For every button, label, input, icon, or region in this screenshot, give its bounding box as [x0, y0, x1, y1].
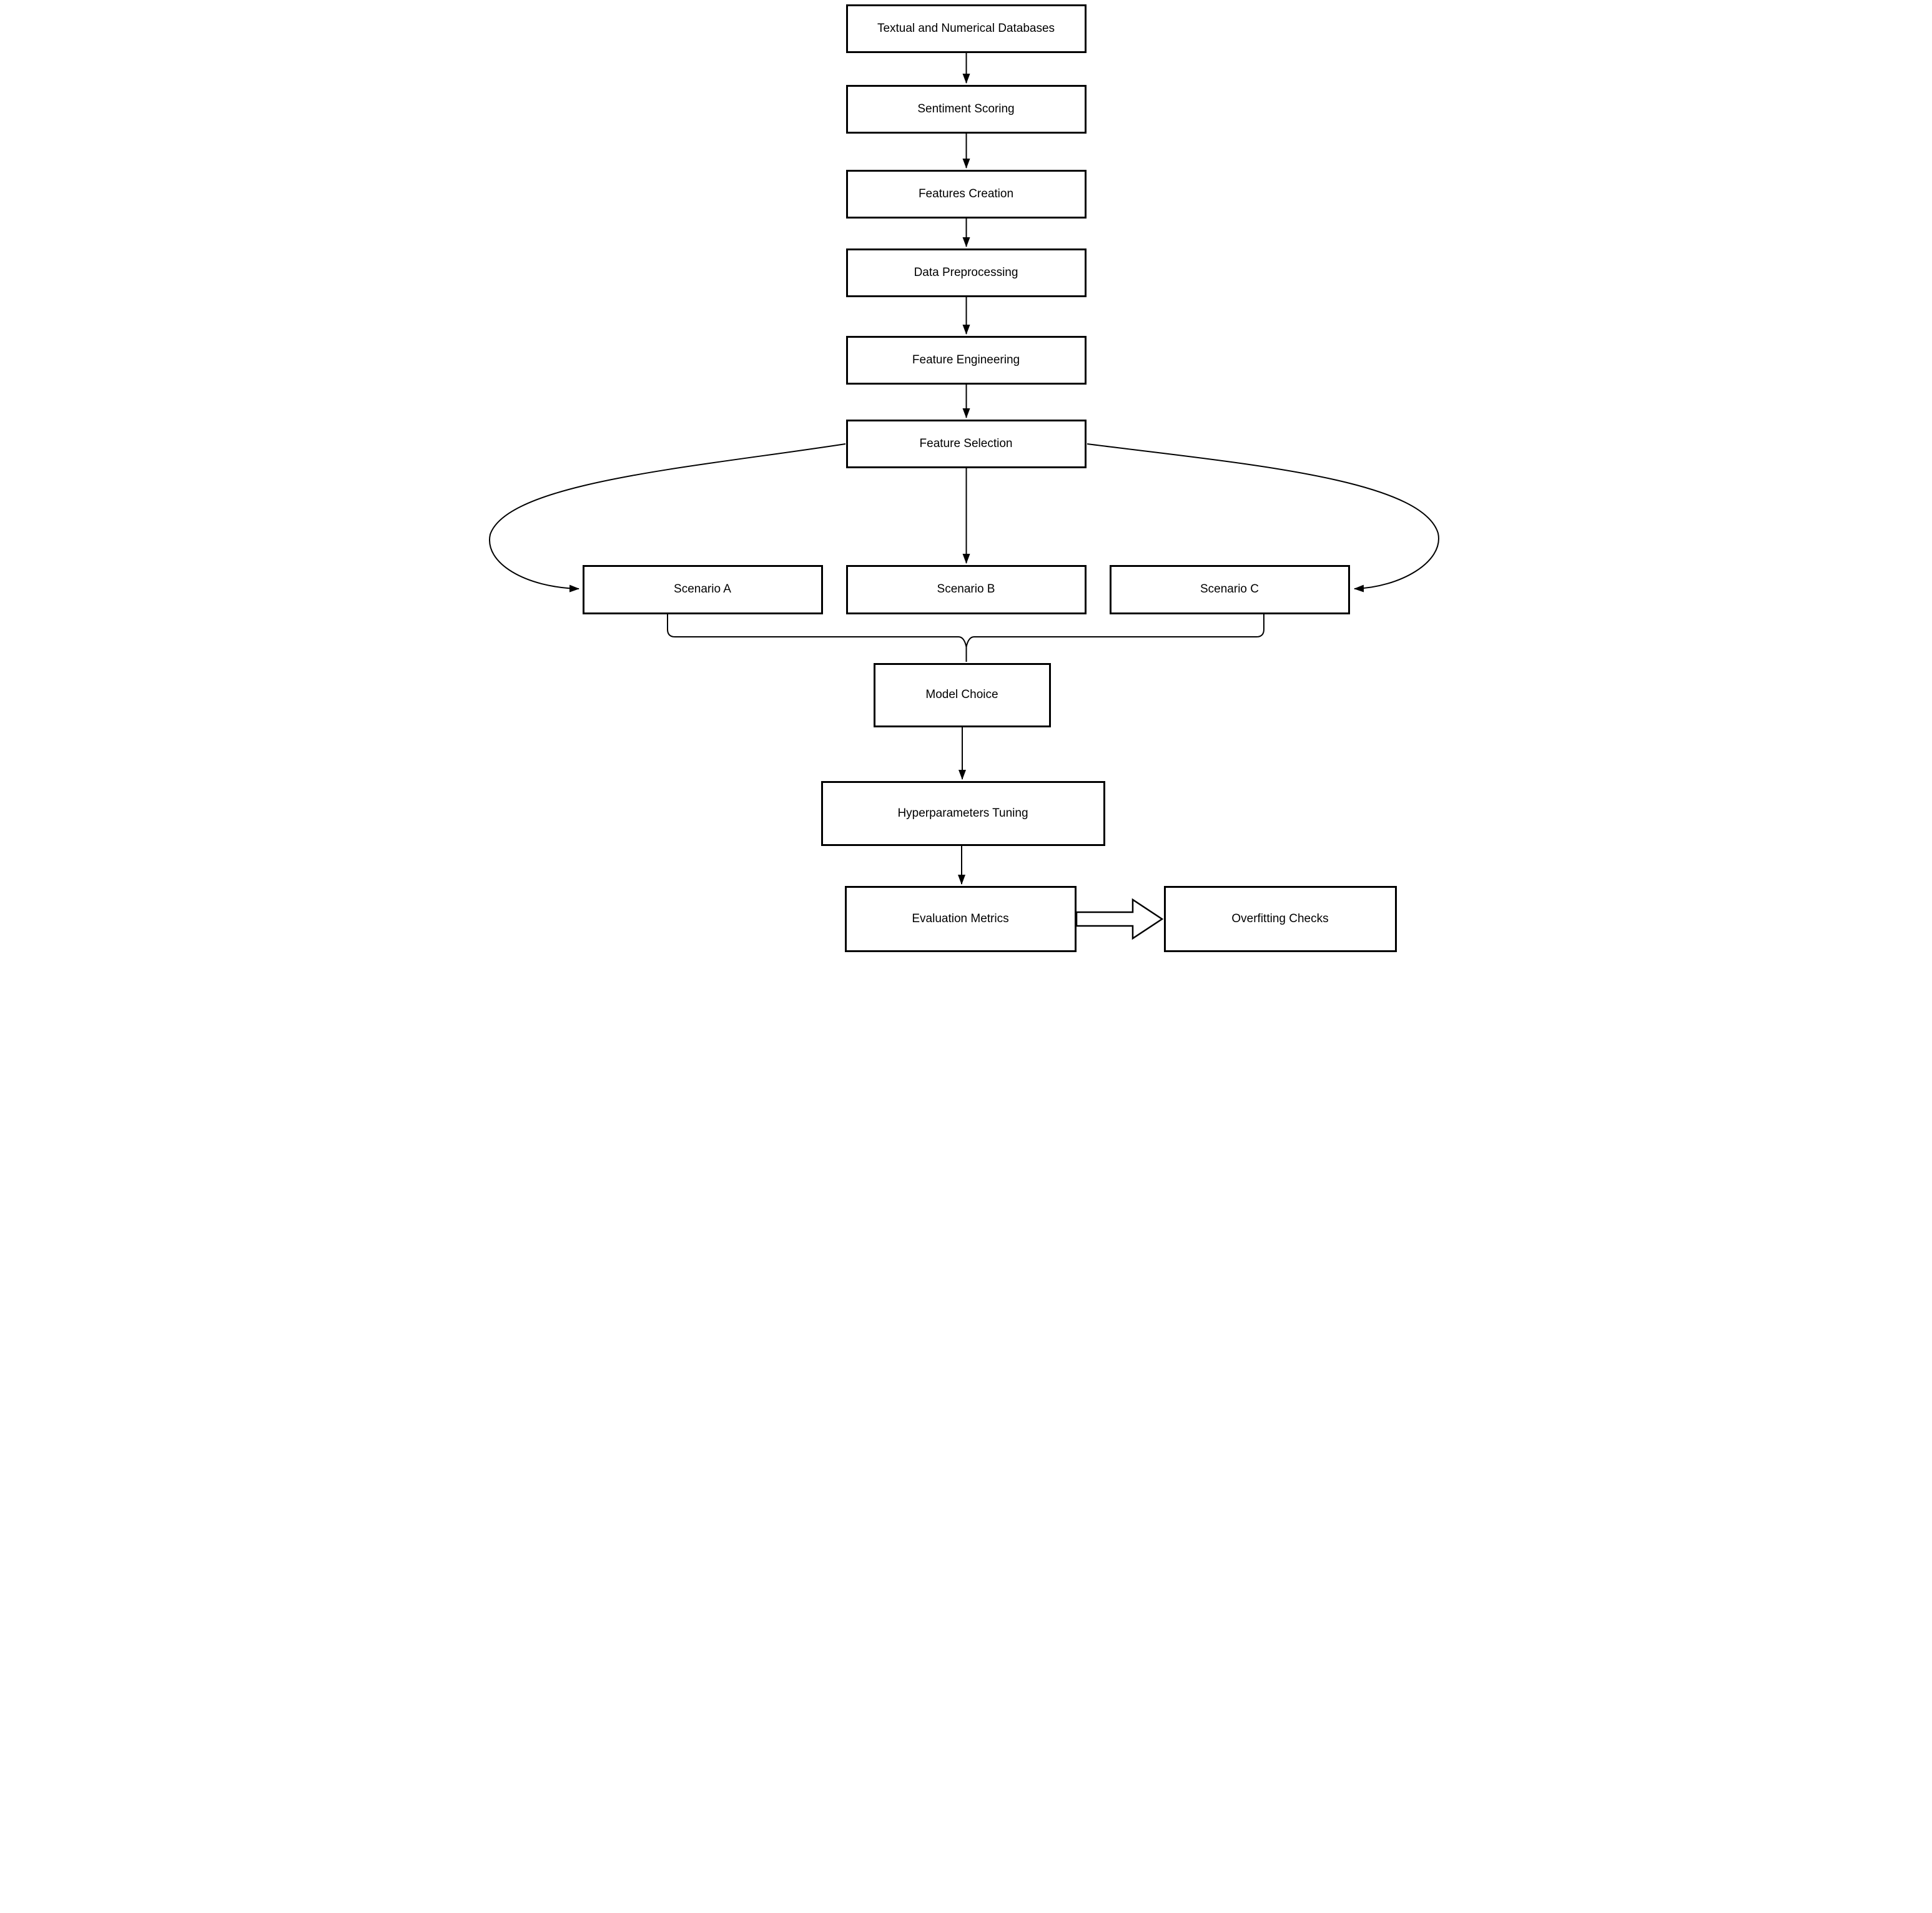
node-label: Features Creation: [918, 187, 1014, 200]
node-textual-and-numerical-databases: Textual and Numerical Databases: [845, 4, 1087, 53]
node-label: Overfitting Checks: [1231, 912, 1329, 925]
node-label: Hyperparameters Tuning: [897, 806, 1028, 820]
node-data-preprocessing: Data Preprocessing: [845, 248, 1087, 297]
node-scenario-a: Scenario A: [582, 565, 823, 614]
node-label: Scenario A: [674, 583, 731, 596]
node-label: Scenario B: [937, 583, 995, 596]
node-hyperparameters-tuning: Hyperparameters Tuning: [821, 781, 1105, 846]
node-label: Evaluation Metrics: [912, 912, 1009, 925]
node-scenario-b: Scenario B: [845, 565, 1087, 614]
edge-selection-to-scenario-c-curve: [1087, 443, 1439, 593]
block-arrow-evaluation-to-overfitting: [1075, 898, 1163, 940]
node-scenario-c: Scenario C: [1109, 565, 1350, 614]
flowchart-canvas: Textual and Numerical Databases Sentimen…: [483, 0, 1449, 956]
node-label: Feature Selection: [919, 436, 1013, 450]
node-label: Scenario C: [1200, 583, 1259, 596]
node-model-choice: Model Choice: [873, 663, 1051, 727]
node-label: Data Preprocessing: [914, 265, 1018, 279]
edge-selection-to-scenario-a-curve: [488, 443, 845, 593]
node-label: Model Choice: [925, 688, 998, 702]
node-features-creation: Features Creation: [845, 170, 1087, 219]
merge-bracket-connector: [666, 614, 1264, 647]
node-feature-engineering: Feature Engineering: [845, 336, 1087, 385]
node-evaluation-metrics: Evaluation Metrics: [844, 886, 1077, 952]
node-feature-selection: Feature Selection: [845, 420, 1087, 468]
node-label: Textual and Numerical Databases: [877, 21, 1055, 35]
node-sentiment-scoring: Sentiment Scoring: [845, 85, 1087, 134]
node-label: Feature Engineering: [912, 353, 1020, 366]
connector-layer: [488, 53, 1439, 940]
node-overfitting-checks: Overfitting Checks: [1163, 886, 1397, 952]
node-label: Sentiment Scoring: [917, 102, 1015, 116]
